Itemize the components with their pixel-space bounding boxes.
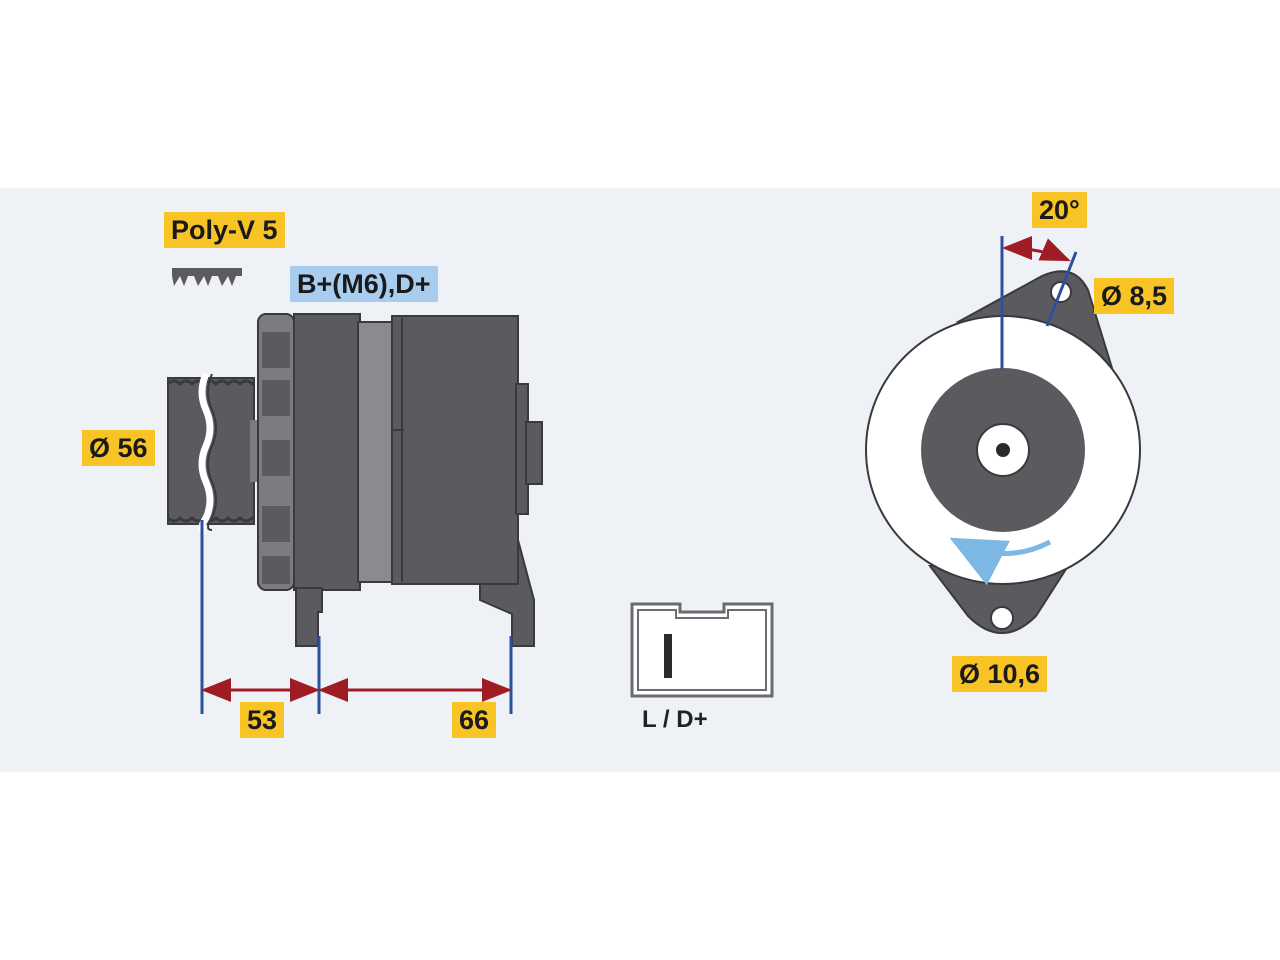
mount-angle-label: 20° [1032,192,1087,228]
fan [257,313,295,591]
large-hole-diameter-label: Ø 10,6 [952,656,1048,692]
poly-v-belt-icon [172,268,242,286]
large-mount-hole [990,606,1014,630]
terminals-label: B+(M6),D+ [290,266,438,302]
connector-plug [630,602,774,698]
small-hole-diameter-label: Ø 8,5 [1094,278,1175,314]
angle-arrow [1002,236,1071,262]
angled-reference-line [1045,251,1078,327]
mounting-feet [295,539,535,647]
belt-type-label: Poly-V 5 [164,212,285,248]
pulley [166,372,264,534]
dimension-rear-label: 66 [452,702,497,738]
pulley-diameter-label: Ø 56 [82,430,155,466]
front-view [865,236,1141,634]
rotation-direction-arrow [949,537,1052,586]
alternator-housing [293,313,543,591]
dimension-front-label: 53 [240,702,285,738]
connector-label: L / D+ [642,706,708,733]
side-view [166,268,543,714]
shaft [996,443,1010,457]
